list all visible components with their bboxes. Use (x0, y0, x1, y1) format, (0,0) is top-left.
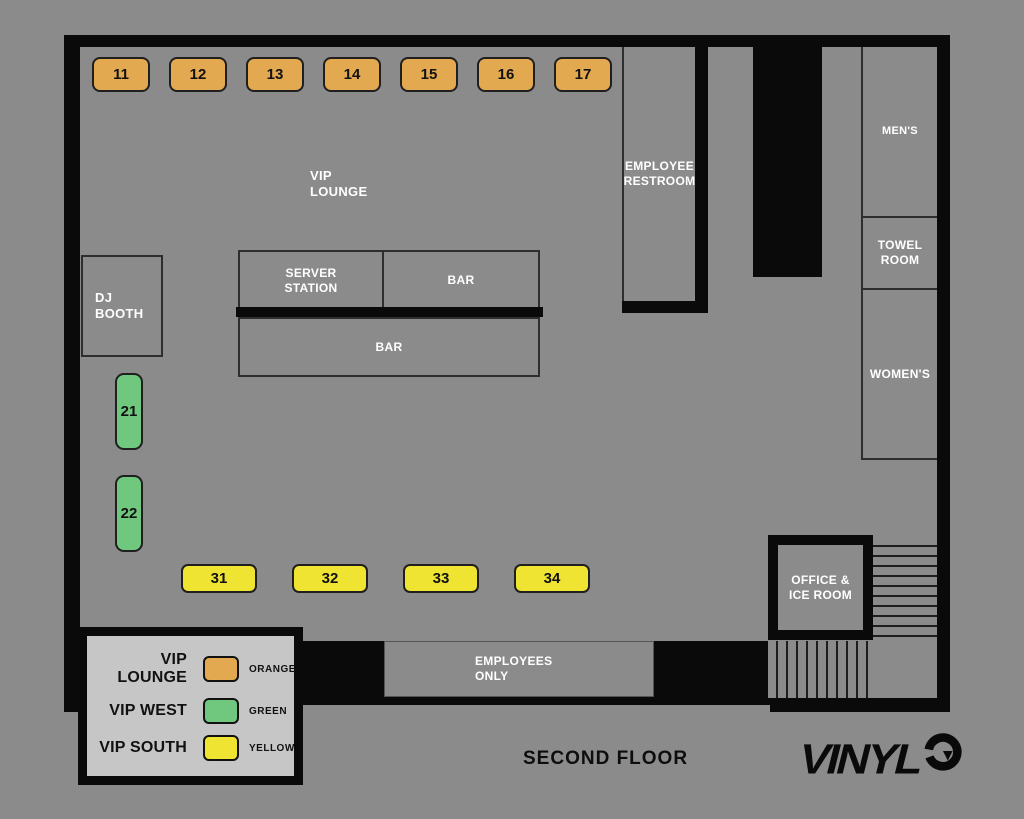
legend-row-vip-lounge: VIP LOUNGE ORANGE (87, 651, 296, 687)
wall-left (64, 35, 80, 712)
towel-room-label-line1: TOWEL (877, 238, 923, 252)
floor-title: SECOND FLOOR (523, 748, 689, 769)
employee-restroom-label-line2: RESTROOM (623, 174, 696, 188)
legend-row-vip-west: VIP WEST GREEN (87, 698, 294, 724)
table-22: 22 (115, 475, 143, 552)
vip-lounge-area-label: VIP LOUNGE (310, 168, 367, 201)
office-ice-label-line1: OFFICE & (791, 572, 850, 587)
vip-lounge-label-line2: LOUNGE (310, 184, 368, 200)
vip-lounge-label-line1: VIP (310, 168, 332, 183)
legend-row-vip-south: VIP SOUTH YELLOW (87, 735, 294, 761)
legend-swatch-green (203, 698, 239, 724)
legend-color-name-orange: ORANGE (249, 663, 296, 675)
room-bar-upper: BAR (382, 250, 540, 311)
staircase-east (873, 537, 937, 640)
dj-booth-label-line1: DJ (95, 289, 113, 305)
womens-label: WOMEN'S (869, 366, 931, 381)
wall-restroom-right (695, 47, 708, 313)
table-11: 11 (92, 57, 150, 92)
table-34: 34 (514, 564, 590, 593)
mens-label: MEN'S (882, 124, 918, 137)
legend-swatch-yellow (203, 735, 239, 761)
server-station-label-line1: SERVER (285, 265, 337, 280)
office-ice-label-line2: ICE ROOM (788, 587, 853, 602)
room-womens: WOMEN'S (861, 290, 937, 460)
table-14: 14 (323, 57, 381, 92)
table-32: 32 (292, 564, 368, 593)
staircase-south (768, 641, 873, 698)
legend-label-vip-south: VIP SOUTH (99, 739, 187, 756)
towel-room-label-line2: ROOM (880, 253, 920, 267)
legend-label-vip-lounge: VIP LOUNGE (117, 651, 187, 686)
vinyl-record-icon (925, 733, 963, 771)
room-server-station: SERVER STATION (238, 250, 382, 311)
bar-lower-label: BAR (375, 339, 403, 354)
room-mens: MEN'S (861, 47, 937, 218)
dj-booth-label-line2: BOOTH (95, 306, 144, 321)
table-13: 13 (246, 57, 304, 92)
legend-color-name-yellow: YELLOW (249, 742, 295, 754)
table-33: 33 (403, 564, 479, 593)
table-15: 15 (400, 57, 458, 92)
legend-box: VIP LOUNGE ORANGE VIP WEST GREEN VIP SOU… (78, 627, 303, 785)
room-office-ice: OFFICE & ICE ROOM (768, 535, 873, 640)
table-17: 17 (554, 57, 612, 92)
server-station-label-line2: STATION (284, 280, 338, 295)
room-dj-booth: DJ BOOTH (81, 255, 163, 357)
brand-logo-text: VINYL (794, 735, 927, 783)
employees-only-label-line1: EMPLOYEES (475, 654, 553, 668)
server-station-bar-block: SERVER STATION BAR (238, 250, 540, 311)
room-bar-lower: BAR (238, 317, 540, 377)
wall-restroom-bottom (622, 301, 708, 313)
wall-right (937, 35, 950, 712)
wall-bottom-right (770, 698, 948, 712)
legend-label-vip-west: VIP WEST (109, 702, 187, 719)
table-31: 31 (181, 564, 257, 593)
bar-upper-label: BAR (447, 273, 475, 287)
table-12: 12 (169, 57, 227, 92)
legend-swatch-orange (203, 656, 239, 682)
table-16: 16 (477, 57, 535, 92)
room-towel: TOWEL ROOM (861, 218, 937, 290)
employees-only-label-line2: ONLY (475, 669, 509, 683)
legend-color-name-green: GREEN (249, 705, 288, 717)
employee-restroom-label-line1: EMPLOYEE (624, 159, 695, 173)
room-employees-only: EMPLOYEES ONLY (384, 641, 654, 697)
wall-interior-block (753, 35, 822, 277)
bar-counter (236, 307, 543, 317)
room-employee-restroom: EMPLOYEE RESTROOM (622, 47, 695, 301)
brand-logo: VINYL (794, 733, 966, 783)
table-21: 21 (115, 373, 143, 450)
wall-top (64, 35, 950, 47)
